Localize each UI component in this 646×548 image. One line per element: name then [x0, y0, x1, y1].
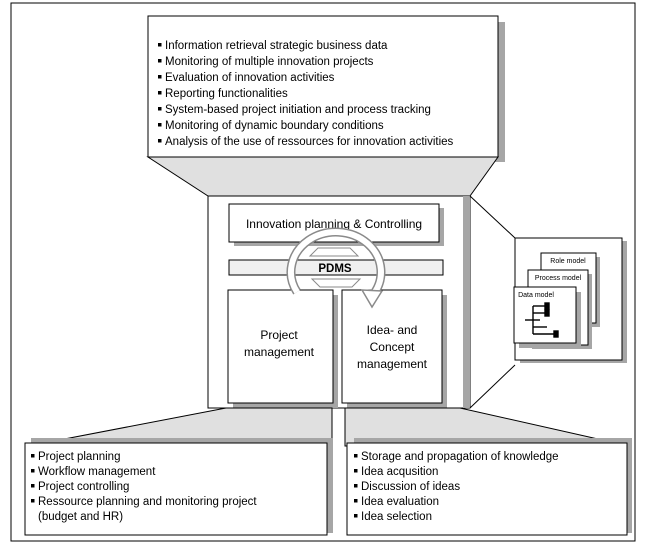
- bottom-left-list: Project planning Workflow management Pro…: [31, 451, 257, 523]
- top-item-text: Monitoring of multiple innovation projec…: [165, 56, 374, 68]
- list-item: Evaluation of innovation activities: [158, 72, 335, 84]
- idea-management-box: [341, 289, 443, 404]
- top-item-text: Reporting functionalities: [165, 88, 288, 100]
- list-item: Idea evaluation: [354, 496, 439, 508]
- pdms-band: [228, 259, 444, 276]
- list-item: Idea selection: [354, 511, 432, 523]
- bottom-left-item-text: Project controlling: [38, 481, 129, 493]
- pillar-right-shadow: [463, 196, 470, 408]
- list-item: Workflow management: [31, 466, 156, 478]
- idea-mgmt-line: Concept: [370, 340, 415, 354]
- tree-icon: [525, 302, 559, 338]
- top-item-text: Information retrieval strategic business…: [165, 40, 388, 52]
- list-item: System-based project initiation and proc…: [158, 104, 431, 116]
- list-item: Monitoring of dynamic boundary condition…: [158, 120, 384, 132]
- bottom-left-item-text: Workflow management: [38, 466, 156, 478]
- bottom-right-item-text: Idea evaluation: [361, 496, 439, 508]
- list-item: Idea acqusition: [354, 466, 438, 478]
- top-item-text: System-based project initiation and proc…: [165, 104, 431, 116]
- list-item: Information retrieval strategic business…: [158, 40, 388, 52]
- bottom-right-box: [346, 442, 628, 536]
- bottom-left-item-text: Project planning: [38, 451, 120, 463]
- pdms-cycle-icon: [286, 227, 386, 309]
- models-stack: Role model Process model Data model: [513, 237, 627, 363]
- list-item: Project planning: [31, 451, 120, 463]
- top-funnel: [146, 156, 499, 197]
- list-item: Discussion of ideas: [354, 481, 460, 493]
- list-item: Analysis of the use of ressources for in…: [158, 136, 454, 148]
- list-item: Monitoring of multiple innovation projec…: [158, 56, 374, 68]
- connector-line-bottom: [469, 364, 516, 409]
- top-box-list: Information retrieval strategic business…: [158, 40, 454, 148]
- bottom-right-item-text: Storage and propagation of knowledge: [361, 451, 559, 463]
- role-model-label: Role model: [550, 258, 586, 265]
- list-item-continuation: (budget and HR): [38, 511, 123, 523]
- data-model-label: Data model: [518, 292, 554, 299]
- idea-mgmt-line: Idea- and: [367, 323, 418, 337]
- bottom-left-item-text: (budget and HR): [38, 511, 123, 523]
- project-mgmt-line: Project: [260, 328, 298, 342]
- innovation-label: Innovation planning & Controlling: [246, 217, 422, 231]
- innovation-box: [228, 203, 440, 243]
- bottom-right-list: Storage and propagation of knowledge Ide…: [354, 451, 559, 523]
- list-item: Project controlling: [31, 481, 129, 493]
- list-item: Storage and propagation of knowledge: [354, 451, 559, 463]
- idea-mgmt-line: management: [357, 357, 428, 371]
- bottom-left-item-text: Ressource planning and monitoring projec…: [38, 496, 257, 508]
- pdms-label: PDMS: [318, 263, 352, 275]
- project-mgmt-line: management: [244, 345, 315, 359]
- project-management-box: [227, 289, 334, 404]
- bottom-right-item-text: Idea selection: [361, 511, 432, 523]
- bottom-right-item-text: Discussion of ideas: [361, 481, 460, 493]
- outer-frame: [10, 2, 636, 542]
- top-item-text: Analysis of the use of ressources for in…: [165, 136, 454, 148]
- top-item-text: Evaluation of innovation activities: [165, 72, 335, 84]
- bottom-right-item-text: Idea acqusition: [361, 466, 438, 478]
- list-item: Ressource planning and monitoring projec…: [31, 496, 257, 508]
- bottom-left-box: [24, 442, 328, 536]
- process-model-label: Process model: [535, 275, 582, 282]
- top-box: [147, 15, 499, 158]
- top-item-text: Monitoring of dynamic boundary condition…: [165, 120, 384, 132]
- list-item: Reporting functionalities: [158, 88, 288, 100]
- connector-line-top: [469, 195, 516, 239]
